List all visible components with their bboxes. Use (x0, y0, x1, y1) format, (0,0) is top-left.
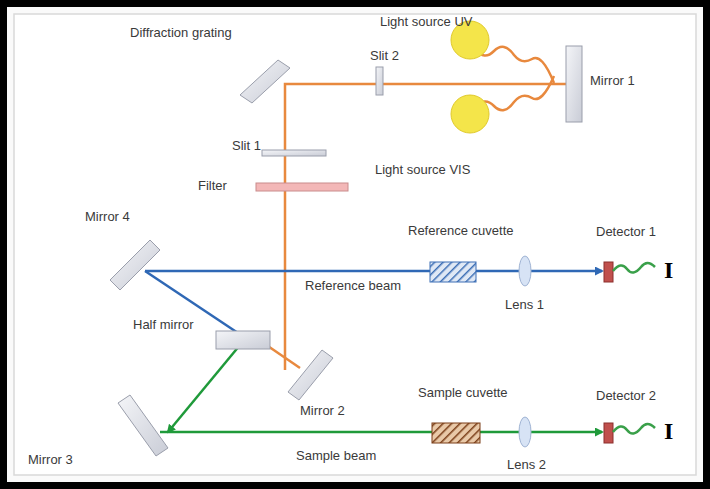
panel (7, 7, 703, 482)
beam-label: Reference beam (305, 279, 401, 294)
lens (519, 417, 531, 447)
sample-beam (160, 345, 602, 432)
part-label: Sample cuvette (418, 386, 508, 401)
part-label: Half mirror (133, 318, 194, 333)
detector-wire (613, 424, 655, 434)
mirror (110, 240, 160, 290)
slit (262, 150, 326, 156)
slit (376, 67, 383, 95)
detector (604, 423, 613, 443)
mirror (288, 350, 333, 400)
part-label: Detector 2 (596, 389, 656, 404)
half-mirror (216, 331, 270, 349)
detector (604, 262, 613, 282)
lamp-label: Light source UV (380, 15, 473, 30)
part-label: Mirror 3 (28, 453, 73, 468)
part-label: Filter (198, 179, 227, 194)
part-label: Lens 1 (505, 298, 544, 313)
vis-lamp (451, 95, 489, 133)
part-label: Detector 1 (596, 225, 656, 240)
lens (519, 256, 531, 286)
mirror (566, 46, 582, 122)
filter (256, 183, 348, 191)
detector-wire (613, 263, 655, 273)
reference-cuvette (430, 262, 476, 282)
panel-inner (14, 14, 696, 475)
part-label: Diffraction grating (130, 26, 232, 41)
part-label: Reference cuvette (408, 224, 514, 239)
sample-cuvette (432, 423, 480, 443)
part-label: Slit 2 (370, 49, 399, 64)
mirror (118, 395, 168, 456)
lamp-label: Light source VIS (375, 163, 470, 178)
diffraction-grating (240, 60, 290, 103)
current-symbol: I (664, 257, 673, 285)
part-label: Lens 2 (507, 458, 546, 473)
part-label: Mirror 4 (85, 210, 130, 225)
beam-label: Sample beam (296, 449, 376, 464)
reference-beam (145, 271, 602, 333)
part-label: Mirror 2 (300, 404, 345, 419)
part-label: Slit 1 (232, 139, 261, 154)
part-label: Mirror 1 (590, 74, 635, 89)
source-beam (262, 42, 566, 370)
current-symbol: I (664, 418, 673, 446)
